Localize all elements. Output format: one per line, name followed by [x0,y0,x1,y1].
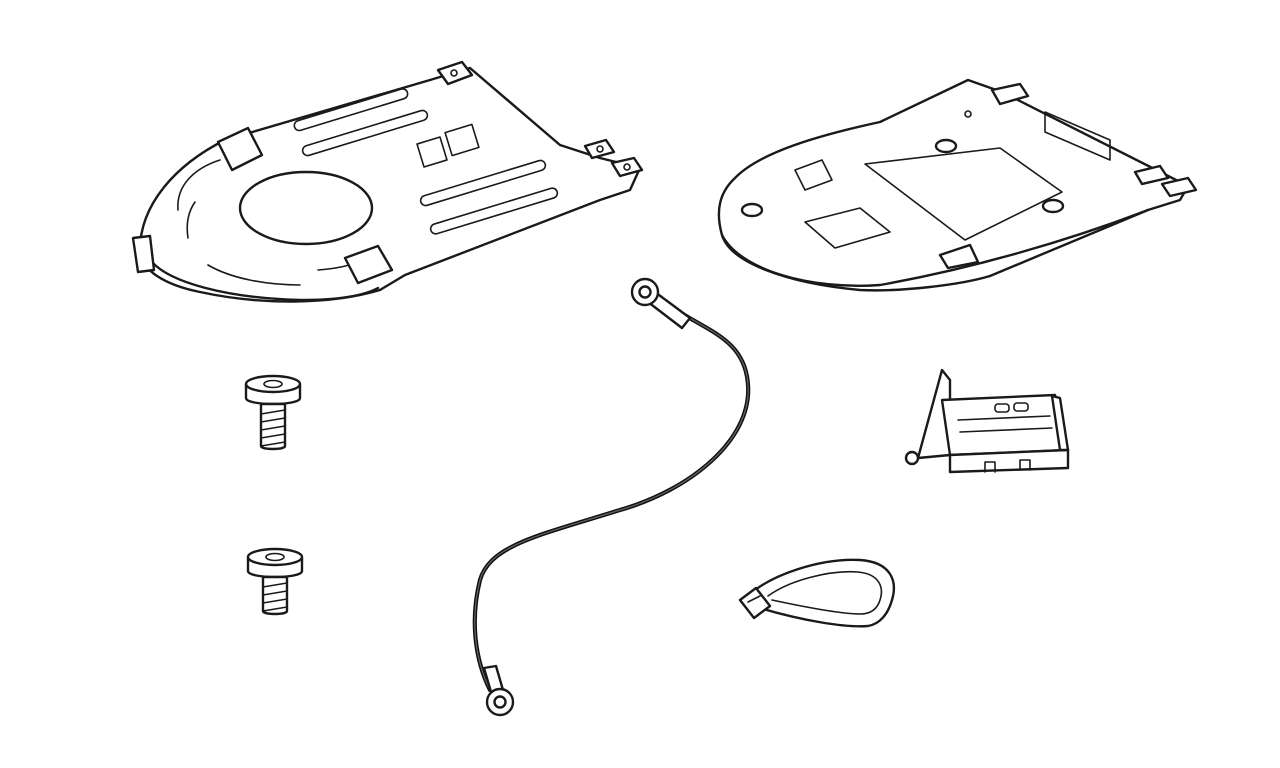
camera-base-plate-icon [717,78,1198,292]
cable-tie-icon [738,558,896,628]
screw-icon [246,547,304,616]
ceiling-mount-plate-icon [131,60,644,303]
screw-icon [244,374,302,451]
bracket-icon [904,368,1070,474]
ground-wire-icon [472,277,751,717]
